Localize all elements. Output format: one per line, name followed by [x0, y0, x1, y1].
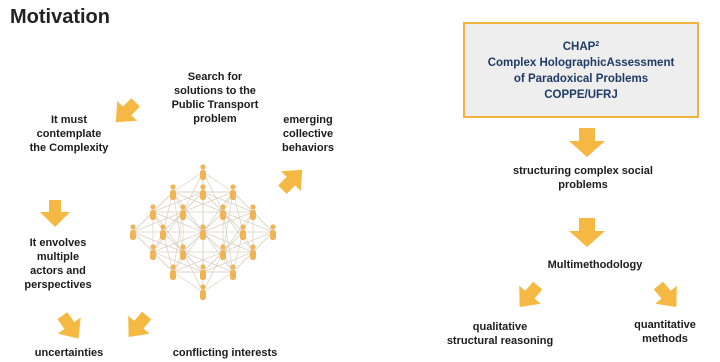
network-link	[202, 211, 254, 233]
person-icon	[230, 184, 236, 200]
network-link	[172, 271, 204, 293]
person-icon	[160, 224, 166, 240]
network-link	[232, 251, 254, 273]
label-structuring: structuring complex social problems	[513, 165, 653, 191]
arrow-up-right-icon	[278, 169, 303, 194]
person-icon	[220, 244, 226, 260]
person-icon	[200, 164, 206, 180]
arrow-down-left-icon-conflict	[128, 311, 152, 337]
person-icon	[170, 264, 176, 280]
label-uncertainties: uncertainties	[34, 347, 104, 359]
network-link	[132, 211, 154, 233]
person-icon	[170, 184, 176, 200]
person-icon	[230, 264, 236, 280]
arrow-down-icon-box	[569, 128, 605, 157]
person-icon	[180, 244, 186, 260]
network-link	[132, 211, 184, 233]
arrow-down-left-icon-qualitative	[519, 281, 543, 307]
arrow-down-icon-actors	[40, 200, 70, 227]
network-link	[202, 231, 254, 253]
page-title: Motivation	[10, 6, 110, 28]
arrow-down-right-icon-quantitative	[653, 281, 677, 307]
label-search-solutions: Search for solutions to the Public Trans…	[171, 71, 259, 125]
person-icon	[270, 224, 276, 240]
chap2-line4: COPPE/UFRJ	[544, 89, 618, 101]
person-icon	[240, 224, 246, 240]
network-link	[152, 251, 174, 273]
network-link	[182, 191, 234, 213]
person-icon	[200, 284, 206, 300]
chap2-box: CHAP2 Complex HolographicAssessment of P…	[463, 22, 699, 118]
network-link	[152, 211, 204, 233]
network-link	[222, 231, 274, 253]
network-people	[130, 164, 276, 300]
network-link	[152, 231, 204, 253]
person-icon	[200, 224, 206, 240]
person-icon	[200, 184, 206, 200]
network-link	[202, 271, 234, 293]
person-icon	[250, 204, 256, 220]
arrow-down-left-icon	[115, 98, 140, 123]
person-icon	[200, 264, 206, 280]
label-complexity: It must contemplate the Complexity	[29, 114, 109, 154]
network-link	[222, 211, 244, 233]
chap2-line2: Complex HolographicAssessment	[487, 57, 675, 69]
label-emerging-behaviors: emerging collective behaviors	[282, 114, 334, 154]
network-link	[182, 231, 204, 253]
label-multiple-actors: It envolves multiple actors and perspect…	[24, 237, 92, 291]
label-qualitative: qualitative structural reasoning	[446, 321, 554, 347]
network-link	[202, 231, 224, 253]
network-link	[172, 251, 224, 273]
network-link	[252, 211, 274, 233]
network-link	[202, 171, 234, 193]
arrow-down-icon-structuring	[569, 218, 605, 247]
person-icon	[250, 244, 256, 260]
person-icon	[220, 204, 226, 220]
person-icon	[130, 224, 136, 240]
label-quantitative: quantitative methods	[634, 319, 696, 345]
person-icon	[150, 244, 156, 260]
chap2-name: CHAP2	[562, 41, 600, 53]
label-conflicting-interests: conflicting interests	[172, 347, 278, 359]
person-icon	[150, 204, 156, 220]
network-link	[162, 211, 184, 233]
person-icon	[180, 204, 186, 220]
network-link	[152, 191, 204, 213]
network-lines	[132, 171, 274, 293]
arrow-down-right-icon	[57, 312, 81, 339]
network-link	[202, 251, 254, 273]
network-link	[172, 171, 204, 193]
label-multimethodology: Multimethodology	[547, 259, 643, 271]
chap2-line3: of Paradoxical Problems	[513, 73, 649, 85]
network-link	[172, 191, 224, 213]
network-link	[202, 251, 224, 273]
network-link	[182, 251, 204, 273]
stakeholder-network-illustration	[130, 164, 276, 300]
network-link	[182, 251, 234, 273]
